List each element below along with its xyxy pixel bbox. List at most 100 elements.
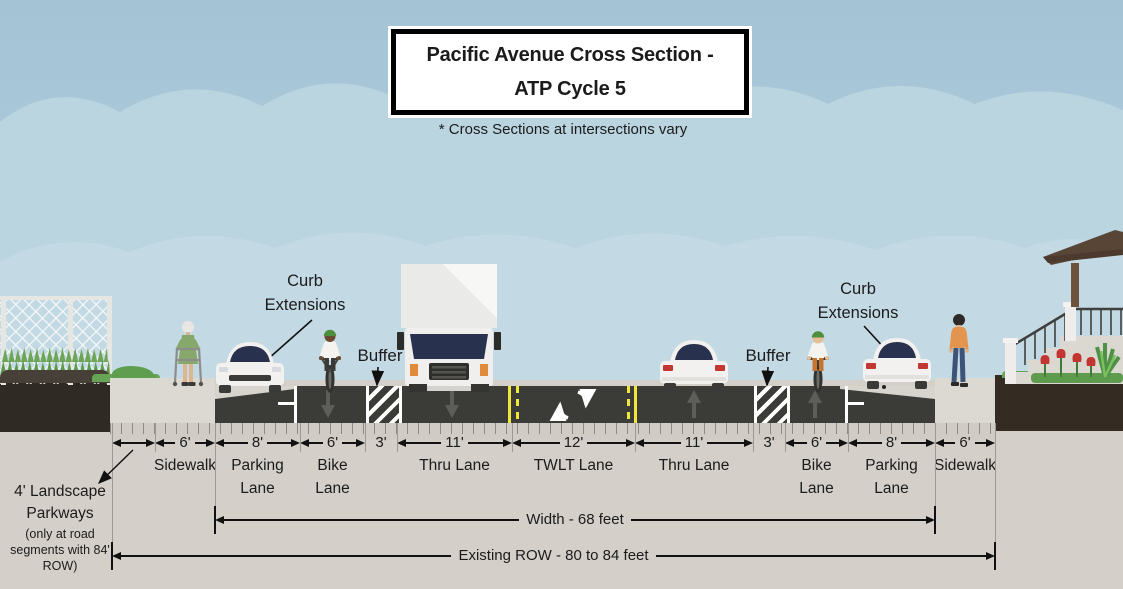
windshield (230, 346, 270, 362)
dim-line (121, 442, 146, 444)
landscape-parkway-note: 4' Landscape Parkways (only at road segm… (0, 481, 120, 575)
dim-line (944, 442, 956, 444)
newel-post (1005, 341, 1016, 384)
taillight (663, 365, 673, 371)
lane-label-twlt-lane: TWLT Lane (533, 457, 614, 474)
title-box: Pacific Avenue Cross Section - ATP Cycle… (391, 29, 749, 115)
dim-arrowhead-left (785, 439, 794, 447)
parking-t-marking-right-stub (848, 402, 864, 405)
boundary-line (935, 423, 936, 533)
landscape-note-sub: (only at road segments with 84' ROW) (10, 526, 110, 574)
twlt-turn-arrows (547, 389, 599, 421)
dim-arrowhead-right (986, 552, 996, 560)
dim-line (467, 442, 503, 444)
fence-top-rail (0, 296, 112, 300)
bike-lane-arrow-right (808, 390, 822, 418)
tulip-flower (1056, 349, 1066, 358)
buffer-hatch-right (754, 386, 790, 423)
dim-arrowhead-right (206, 439, 215, 447)
dim-size-label: 12' (563, 434, 584, 451)
boundary-line (995, 423, 996, 569)
dim-line (901, 442, 926, 444)
dim-size-label: 6' (959, 434, 971, 451)
sidewalk-left (110, 378, 215, 423)
dim-arrowhead-left (935, 439, 944, 447)
dim-size-label: 3' (763, 434, 775, 451)
tulip-flower (1072, 353, 1082, 362)
dimension-segment-6': 6' (785, 435, 848, 450)
shirt (952, 327, 966, 348)
dim-line (521, 442, 560, 444)
dim-line (342, 442, 356, 444)
taillight (866, 363, 876, 369)
dim-size-label: 8' (885, 434, 898, 451)
landscape-note-main: 4' Landscape Parkways (14, 483, 106, 523)
dim-size-label: 8' (251, 434, 264, 451)
boundary-line (397, 423, 398, 452)
parking-t-marking-left-stub (278, 402, 294, 405)
dimension-segment-8': 8' (215, 434, 300, 451)
dim-arrowhead-right (503, 439, 512, 447)
left-planter-soil (0, 377, 110, 432)
dim-arrowhead-right (926, 516, 936, 524)
hair (182, 321, 194, 333)
dim-line (794, 442, 807, 444)
shrub-row (1031, 373, 1123, 383)
rider-torso (323, 341, 337, 360)
dim-line (707, 442, 744, 444)
dim-arrowhead-right (986, 439, 995, 447)
dim-arrowhead-right (291, 439, 300, 447)
parking-t-marking-left (294, 386, 297, 423)
cyclist-front-left (319, 329, 341, 393)
dimension-segment-11': 11' (635, 434, 753, 451)
dim-line (267, 442, 291, 444)
dim-line (974, 442, 986, 444)
buffer-hatch-left (366, 386, 402, 423)
dimension-segment-3': 3' (365, 435, 397, 450)
plant-leaves (1095, 343, 1121, 379)
boundary-line (848, 423, 849, 452)
dim-arrowhead-right (356, 439, 365, 447)
dim-line (406, 442, 442, 444)
dim-line (164, 442, 176, 444)
dim-arrowhead-right (839, 439, 848, 447)
newel-post (1065, 305, 1076, 341)
dim-size-label: 6' (179, 434, 191, 451)
dim-size-label: 11' (684, 434, 704, 451)
pants (951, 347, 966, 383)
dim-line (224, 442, 248, 444)
dim-arrowhead-left (397, 439, 406, 447)
width-label: Width - 68 feet (519, 512, 631, 527)
dim-arrowhead-left (635, 439, 644, 447)
rider-torso (811, 342, 825, 360)
dim-arrowhead-left (215, 439, 224, 447)
lane-label-thru-lane: Thru Lane (419, 457, 490, 474)
cyclist-rear-right (807, 331, 829, 393)
dim-arrowhead-left (112, 439, 121, 447)
buffer-label-right: Buffer (745, 346, 791, 365)
title-line-1: Pacific Avenue Cross Section - (426, 44, 714, 66)
newel-post-cap (1063, 302, 1078, 307)
fence-post (1, 296, 6, 385)
dim-line (857, 442, 882, 444)
dimension-segment-12': 12' (512, 434, 635, 451)
dimension-segment-6': 6' (300, 435, 365, 450)
grille (229, 375, 271, 381)
dim-arrowhead-left (215, 516, 224, 524)
gazebo-post (1071, 263, 1079, 307)
taillight (918, 363, 928, 369)
dim-arrowhead-right (626, 439, 635, 447)
yellow-line-solid-left (508, 386, 511, 423)
dimension-segment-11': 11' (397, 435, 512, 450)
buffer-label-left: Buffer (357, 346, 403, 365)
boundary-line (300, 423, 301, 452)
measurement-ruler (110, 423, 995, 440)
dim-arrowhead-right (926, 439, 935, 447)
bike-helmet (323, 329, 337, 336)
yellow-line-dashed-right (627, 386, 630, 423)
dim-line (644, 442, 681, 444)
lane-label-sidewalk: Sidewalk (933, 457, 997, 474)
dim-line (309, 442, 323, 444)
row-label: Existing ROW - 80 to 84 feet (451, 548, 656, 563)
